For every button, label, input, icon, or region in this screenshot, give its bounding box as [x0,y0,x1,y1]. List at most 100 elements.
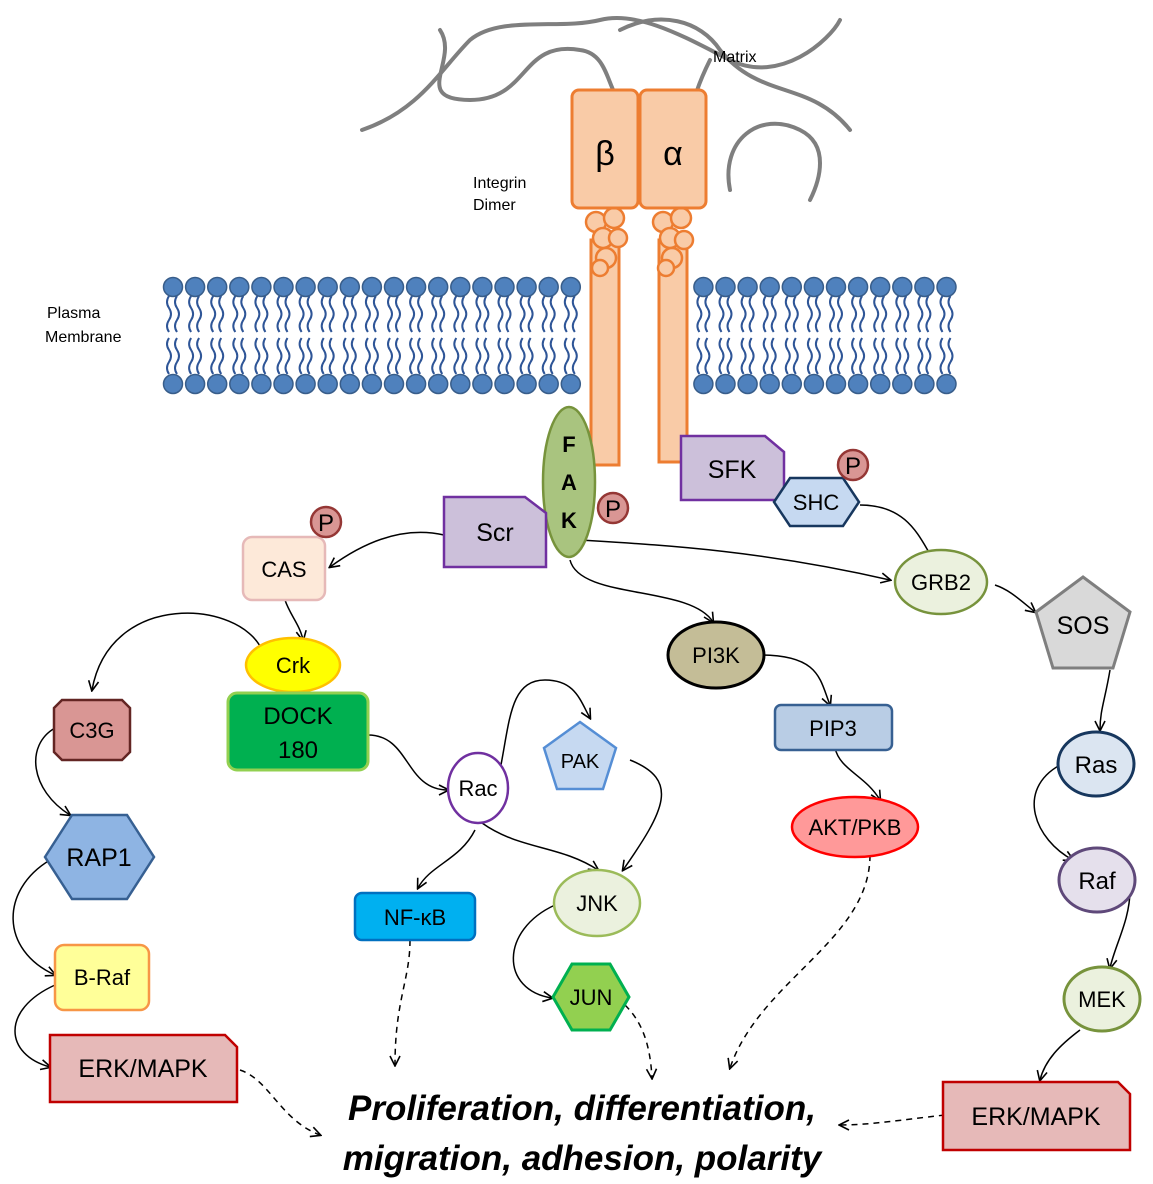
fak-phospho-badge [596,491,630,525]
arrow-rac-nfkb [418,829,476,888]
pak-label: PAK [561,751,600,773]
arrow-pi3k-pip3 [759,654,830,705]
dock-label-line1: DOCK [263,703,332,730]
arrow-ras-raf [1033,764,1073,860]
shc-phospho-label: P [845,453,861,480]
dashed-arrow-erk-right [840,1114,946,1125]
arrow-pak-jnk [623,759,663,870]
arrow-braf-erk [14,984,56,1067]
b-raf-label: B-Raf [74,965,131,990]
grb2-node: GRB2 [893,548,989,616]
sos-node: SOS [1034,575,1132,670]
mek-node: MEK [1062,965,1142,1033]
integrin-alpha-head [638,88,708,210]
dock180-node: DOCK 180 [226,691,370,772]
rac-label: Rac [458,776,497,801]
raf-node: Raf [1057,846,1137,914]
fak-phospho-label: P [605,496,621,523]
cas-label: CAS [261,557,306,582]
integrin-label-line2: Dimer [473,197,516,214]
plasma-membrane [162,276,957,395]
pip3-node: PIP3 [773,703,894,752]
cas-phospho-badge [309,505,343,539]
outcome-line1: Proliferation, differentiation, [348,1089,816,1128]
grb2-label: GRB2 [911,570,971,595]
c3g-label: C3G [69,718,114,743]
shc-phospho-badge [836,448,870,482]
shc-node: SHC P [772,448,870,528]
pi3k-label: PI3K [692,643,740,668]
shc-label: SHC [793,490,840,515]
integrin-alpha-stalk [657,238,689,464]
raf-label: Raf [1078,868,1116,895]
pi3k-node: PI3K [666,620,766,690]
jun-node: JUN [551,962,631,1032]
arrow-scr-cas [330,531,445,567]
pip3-label: PIP3 [809,716,857,741]
integrin-label-line1: Integrin [473,175,526,192]
beta-label: β [595,135,615,173]
ras-node: Ras [1056,730,1136,798]
crk-node: Crk [244,636,342,694]
erk-mapk-left-node: ERK/MAPK [48,1033,239,1104]
dashed-arrow-akt [730,854,871,1068]
scr-node: Scr [442,495,548,569]
dock-label-line2: 180 [278,737,318,764]
alpha-label: α [663,135,683,173]
jun-label: JUN [570,985,613,1010]
rac-node: Rac [446,751,510,825]
erk-left-label: ERK/MAPK [78,1055,208,1083]
nf-kb-node: NF-κB [353,891,477,942]
c3g-node: C3G [52,698,132,762]
dashed-arrow-jun [624,1004,652,1078]
dashed-arrow-erk-left [239,1069,320,1135]
fak-letter-k: K [561,508,577,533]
b-raf-node: B-Raf [53,943,151,1012]
cas-phospho-label: P [318,510,334,537]
arrow-dock-rac [367,734,448,790]
arrow-c3g-rap1 [34,727,70,815]
akt-label: AKT/PKB [809,815,902,840]
mek-label: MEK [1078,987,1126,1012]
crk-label: Crk [276,653,311,678]
rap1-node: RAP1 [43,813,156,901]
arrow-fak-grb2 [579,539,890,580]
arrow-rac-jnk [481,822,598,870]
arrow-crk-c3g [92,612,263,690]
integrin-beta-knots [584,206,629,278]
membrane-label-line2: Membrane [45,329,122,346]
arrow-sos-ras [1100,669,1111,730]
fak-node: F A K P [541,405,630,559]
arrow-grb2-sos [994,584,1035,612]
arrow-rac-pak [499,679,590,771]
fak-letter-a: A [561,470,577,495]
dashed-arrow-nfkb [395,939,411,1065]
jnk-node: JNK [552,868,642,938]
outcome-arrows [239,854,946,1135]
integrin-dimer: β α [570,88,708,467]
arrow-rap1-braf [12,859,55,975]
pak-node: PAK [542,720,618,791]
fak-letter-f: F [562,432,575,457]
integrin-beta-head [570,88,640,210]
arrow-mek-erk [1040,1029,1081,1080]
sfk-label: SFK [708,456,757,484]
membrane-label-line1: Plasma [47,305,100,322]
matrix-label: Matrix [713,49,757,66]
cas-node: CAS P [241,505,343,602]
nf-kb-label: NF-κB [384,905,446,930]
jnk-label: JNK [576,891,618,916]
arrow-jnk-jun [512,904,556,998]
rap1-label: RAP1 [66,844,131,872]
erk-mapk-right-node: ERK/MAPK [941,1080,1132,1152]
ras-label: Ras [1075,752,1118,779]
sos-label: SOS [1057,612,1110,640]
integrin-alpha-knots [651,206,695,278]
scr-label: Scr [476,519,514,547]
outcome-line2: migration, adhesion, polarity [343,1139,823,1178]
arrow-fak-pi3k [569,559,713,622]
sfk-node: SFK [679,434,786,502]
erk-right-label: ERK/MAPK [971,1103,1101,1131]
akt-pkb-node: AKT/PKB [790,795,920,859]
